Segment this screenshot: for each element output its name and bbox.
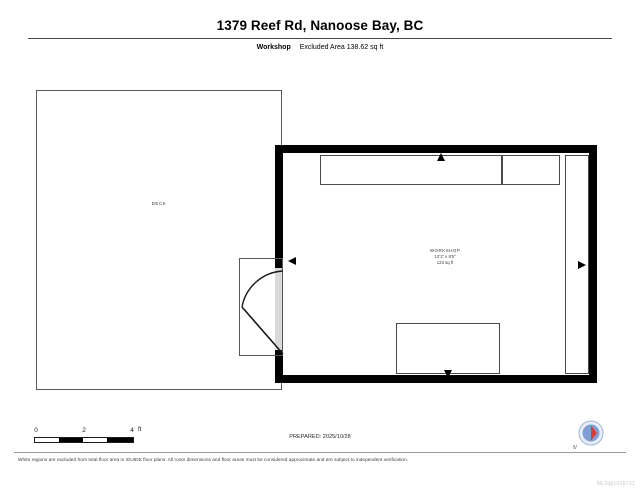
disclaimer-text: White regions are excluded from total fl… (18, 457, 409, 462)
workshop-dimensions: 13'1" x 9'5" (434, 254, 456, 260)
excluded-area-label: Excluded Area 138.62 sq ft (299, 44, 384, 51)
prepared-date: PREPARED: 2025/10/28 (289, 434, 351, 440)
view-marker-down-icon (444, 370, 452, 378)
room-name-label: Workshop (256, 44, 291, 51)
fixture-bench-bottom (396, 323, 500, 374)
header-divider (28, 38, 612, 39)
mls-watermark: MLS@1018731 (596, 481, 635, 487)
workshop-label-group: WORKSHOP 13'1" x 9'5" 123 sq ft (385, 248, 505, 266)
scale-tick-4: 4 (130, 427, 134, 434)
door-opening (275, 268, 283, 350)
scale-bar-track (34, 437, 134, 443)
scale-tick-0: 0 (34, 427, 38, 434)
scale-segment-2 (107, 438, 133, 442)
fixture-cabinet-top-right (502, 155, 560, 185)
subtitle-row: Workshop Excluded Area 138.62 sq ft (0, 44, 640, 51)
view-marker-left-icon (288, 257, 296, 265)
scale-bar: 0 2 4 ft (34, 427, 144, 443)
deck-label: DECK (151, 201, 167, 206)
view-marker-up-icon (437, 153, 445, 161)
deck-outline (36, 90, 282, 390)
scale-tick-2: 2 (82, 427, 86, 434)
fixture-shelving-right (565, 155, 589, 374)
footer-divider (14, 452, 626, 453)
door-swing-arc-icon (241, 270, 284, 355)
view-marker-right-icon (578, 261, 586, 269)
compass-north-label: N (573, 445, 577, 451)
workshop-name: WORKSHOP (429, 248, 461, 253)
scale-segment-1 (59, 438, 83, 442)
compass-rose-icon (578, 420, 604, 446)
workshop-area: 123 sq ft (436, 259, 454, 265)
fixture-counter-top (320, 155, 502, 185)
page-title: 1379 Reef Rd, Nanoose Bay, BC (216, 18, 424, 33)
scale-tick-labels: 0 2 4 (34, 427, 144, 437)
scale-unit-label: ft (138, 427, 142, 433)
door-threshold-box (239, 258, 283, 356)
